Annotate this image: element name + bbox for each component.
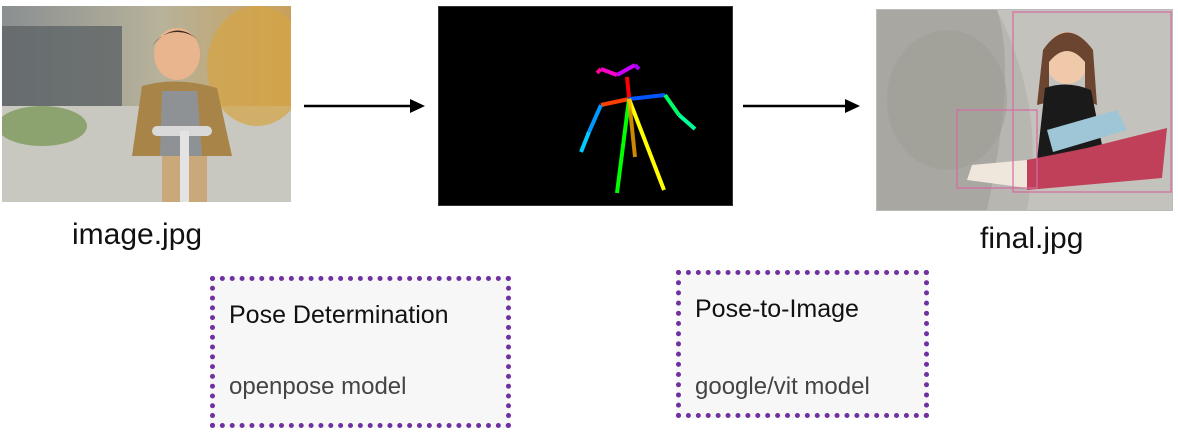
step-title: Pose Determination <box>229 301 449 329</box>
arrow-2 <box>743 99 860 113</box>
step-model: google/vit model <box>695 373 870 400</box>
pose-skeleton-image <box>438 6 733 206</box>
pose-determination-box: Pose Determination openpose model <box>210 276 511 428</box>
step-model: openpose model <box>229 373 407 400</box>
arrow-1 <box>304 99 425 113</box>
pose-to-image-box: Pose-to-Image google/vit model <box>676 270 929 418</box>
input-file-label: image.jpg <box>72 218 203 251</box>
step-title: Pose-to-Image <box>695 295 859 323</box>
output-image <box>876 9 1173 211</box>
output-file-label: final.jpg <box>980 222 1084 255</box>
input-image <box>2 6 291 202</box>
